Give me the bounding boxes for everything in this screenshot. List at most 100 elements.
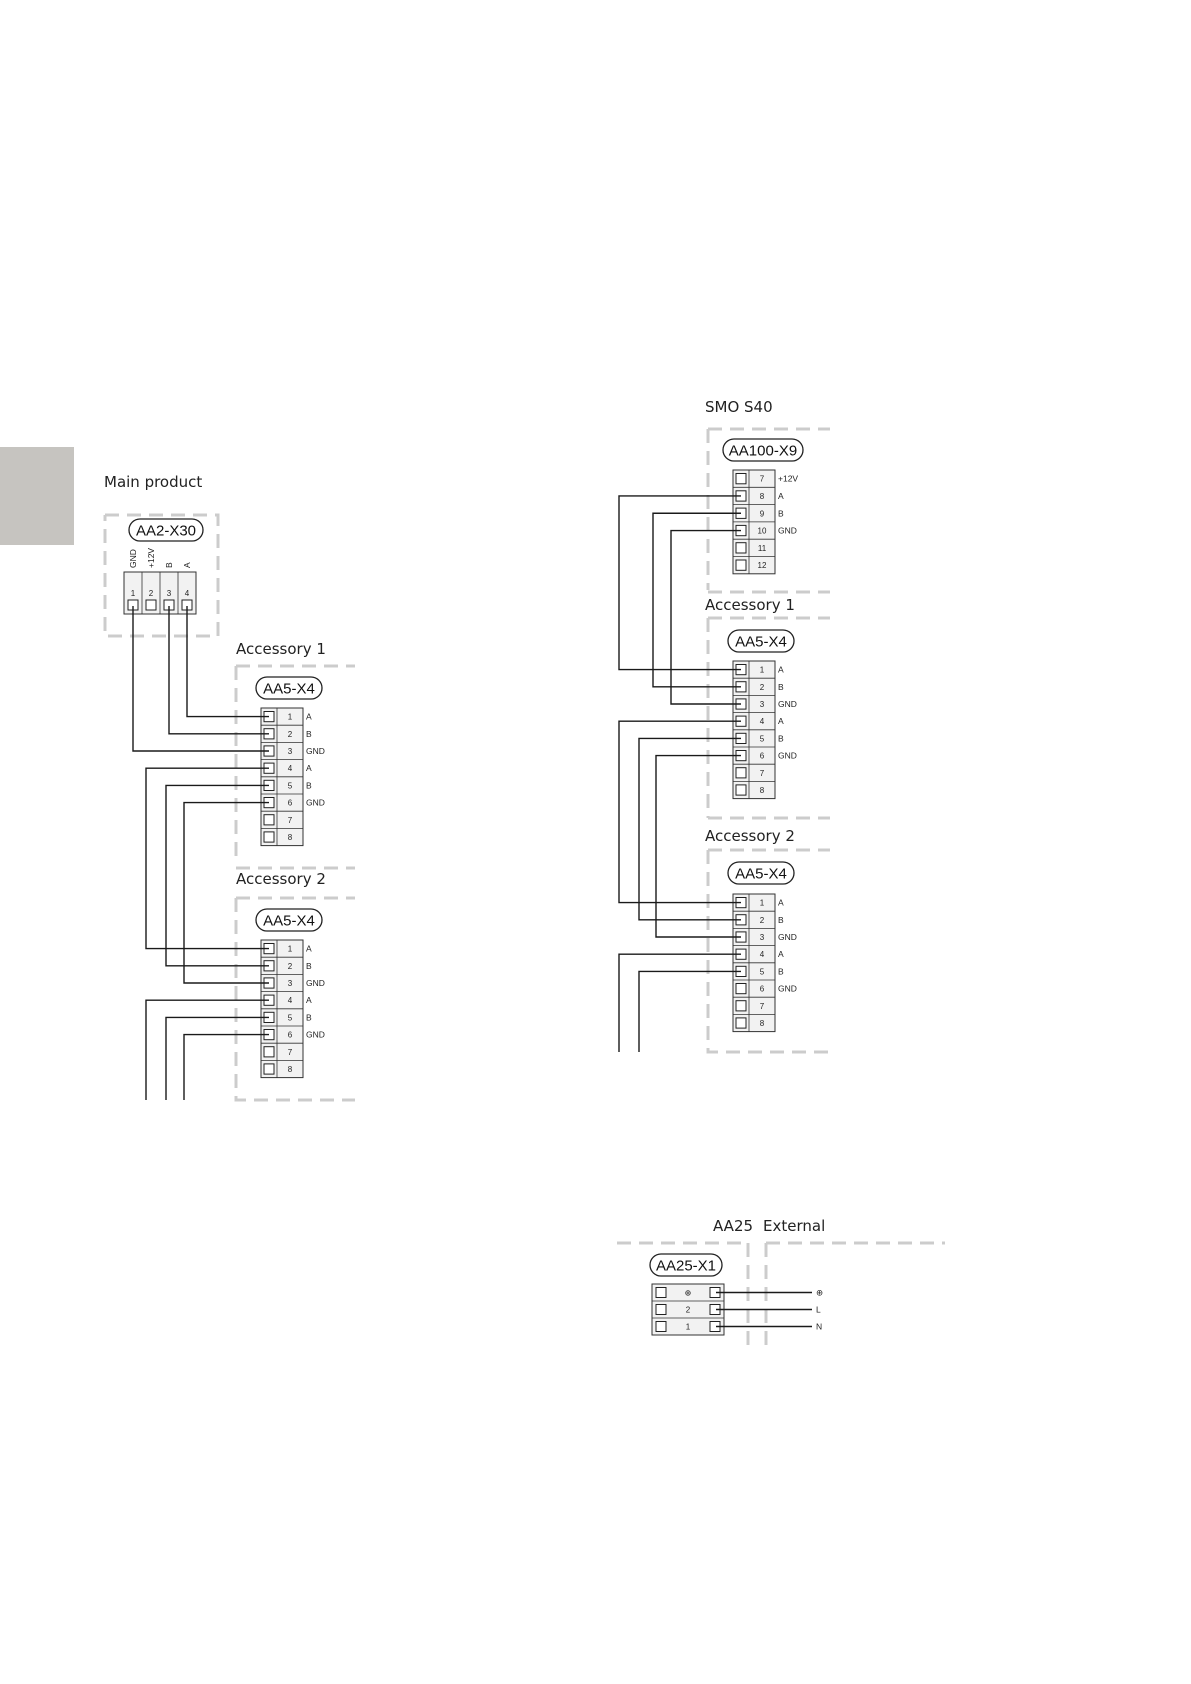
aa25-x1-terminal-left (655, 1321, 667, 1332)
left-acc1-block-pin: 2 (288, 730, 293, 739)
right-acc2-block-signal: A (778, 898, 784, 908)
left-acc2-connector-label: AA5-X4 (263, 913, 315, 930)
right-acc1-block-signal: B (778, 682, 784, 692)
right-acc1-block-pin: 7 (760, 769, 765, 778)
left-acc1-block-pin: 4 (288, 764, 293, 773)
right-acc1-block-signal: GND (778, 699, 797, 709)
aa2-x30-pin: 2 (149, 589, 154, 598)
aa100-x9-block-terminal (735, 473, 747, 485)
wire-left-a2-out-a (145, 999, 269, 1100)
aa100-x9-block-pin: 9 (760, 509, 765, 518)
aa25-output-label: N (816, 1322, 822, 1332)
right-acc2-block-signal: B (778, 915, 784, 925)
left-acc2-block-terminal (263, 1063, 275, 1075)
main-product-enclosure (103, 513, 220, 638)
left-acc2-block-signal: B (306, 1012, 312, 1022)
wire-right-a1-a2-gnd (655, 754, 741, 938)
right-acc2-block-signal: A (778, 949, 784, 959)
left-acc2-block-pin: 4 (288, 996, 293, 1005)
left-acc2-connector (255, 908, 323, 932)
aa100-x9-block-signal: A (778, 491, 784, 501)
right-acc2-block-terminal (735, 1017, 747, 1029)
left-acc2-block-signal: GND (306, 1030, 325, 1040)
right-acc1-block-terminal (735, 784, 747, 796)
left-acc1-block-terminal (263, 814, 275, 826)
aa100-x9-block-pin: 12 (758, 561, 767, 570)
right-acc2-block-terminal (735, 983, 747, 995)
left-acc1-block-pin: 8 (288, 833, 293, 842)
aa100-x9-block-pin: 11 (758, 544, 767, 553)
left-acc2-block-pin: 7 (288, 1048, 293, 1057)
right-acc1-block-pin: 1 (760, 666, 765, 675)
right-acc2-block-signal: GND (778, 984, 797, 994)
right-acc2-frame (706, 850, 830, 1054)
right-acc2-block-pin: 7 (760, 1002, 765, 1011)
left-accessory2-title: Accessory 2 (236, 870, 326, 888)
labels: Main productAA2-X301GND2+12V3B4AAccessor… (104, 398, 825, 1332)
left-acc2-block-pin: 8 (288, 1065, 293, 1074)
right-accessory2-title: Accessory 2 (705, 827, 795, 845)
aa2-x30-connector-label: AA2-X30 (136, 523, 196, 540)
right-acc1-block-pin: 3 (760, 700, 765, 709)
right-acc2-connector (727, 861, 795, 885)
wire-right-a1-a2-b (638, 737, 741, 921)
right-acc2-block-pin: 8 (760, 1019, 765, 1028)
wire-smo-b (652, 512, 741, 688)
right-acc2-block-pin: 5 (760, 967, 765, 976)
right-acc1-connector-label: AA5-X4 (735, 634, 787, 651)
aa25-output-label: L (816, 1305, 821, 1315)
aa2-x30-pin-label: A (182, 562, 192, 568)
left-acc2-block-signal: B (306, 961, 312, 971)
aa2-x30-pin-label: B (164, 562, 174, 568)
aa100-x9-connector (722, 438, 804, 462)
right-accessory1-title: Accessory 1 (705, 596, 795, 614)
aa100-x9-block-terminal (735, 542, 747, 554)
right-acc2-block-pin: 6 (760, 985, 765, 994)
wire-left-a1-a2-a (145, 767, 269, 950)
wire-main-a (186, 606, 269, 718)
wire-right-a1-a2-a (618, 720, 741, 904)
aa25-x1-pin: 1 (686, 1323, 691, 1332)
aa2-x30-pin: 4 (185, 589, 190, 598)
wires (132, 495, 812, 1328)
aa2-x30-pin-label: +12V (146, 548, 156, 568)
left-acc2-block-pin: 3 (288, 979, 293, 988)
aa25-output-label: ⊕ (816, 1288, 823, 1298)
left-acc1-block-signal: GND (306, 746, 325, 756)
left-acc1-block-pin: 1 (288, 713, 293, 722)
left-acc1-block-signal: A (306, 763, 312, 773)
right-acc2-block-pin: 2 (760, 916, 765, 925)
smo-s40-title: SMO S40 (705, 398, 773, 416)
left-acc2-block-signal: A (306, 995, 312, 1005)
wire-right-a2-out-b (638, 970, 741, 1052)
left-acc1-block-pin: 7 (288, 816, 293, 825)
aa25-x1-connector-label: AA25-X1 (656, 1258, 716, 1275)
aa2-x30-pin-label: GND (128, 549, 138, 568)
wire-left-a2-out-gnd (183, 1033, 269, 1100)
aa100-x9-block-pin: 10 (758, 527, 767, 536)
right-acc2-block-pin: 4 (760, 950, 765, 959)
right-acc1-block-pin: 6 (760, 752, 765, 761)
aa100-x9-block-signal: B (778, 508, 784, 518)
aa25-x1-terminal-left (655, 1287, 667, 1298)
dashed-enclosures (103, 427, 945, 1352)
left-acc1-block-signal: B (306, 780, 312, 790)
left-acc1-block-signal: GND (306, 798, 325, 808)
right-acc2-block-signal: B (778, 966, 784, 976)
right-acc2-block-signal: GND (778, 932, 797, 942)
right-acc2-block-terminal (735, 1000, 747, 1012)
right-acc2-block-pin: 1 (760, 899, 765, 908)
wire-main-b (168, 606, 269, 735)
aa25-x1-pin: ⊕ (685, 1289, 692, 1298)
left-acc1-block-pin: 5 (288, 781, 293, 790)
aa100-x9-block-signal: GND (778, 526, 797, 536)
right-acc1-block-signal: B (778, 733, 784, 743)
right-acc2-block-pin: 3 (760, 933, 765, 942)
left-acc1-block-pin: 6 (288, 799, 293, 808)
left-acc2-block-pin: 6 (288, 1031, 293, 1040)
right-acc1-connector (727, 629, 795, 653)
aa100-x9-block-pin: 7 (760, 475, 765, 484)
wire-left-a1-a2-gnd (183, 801, 269, 984)
left-acc1-block-pin: 3 (288, 747, 293, 756)
